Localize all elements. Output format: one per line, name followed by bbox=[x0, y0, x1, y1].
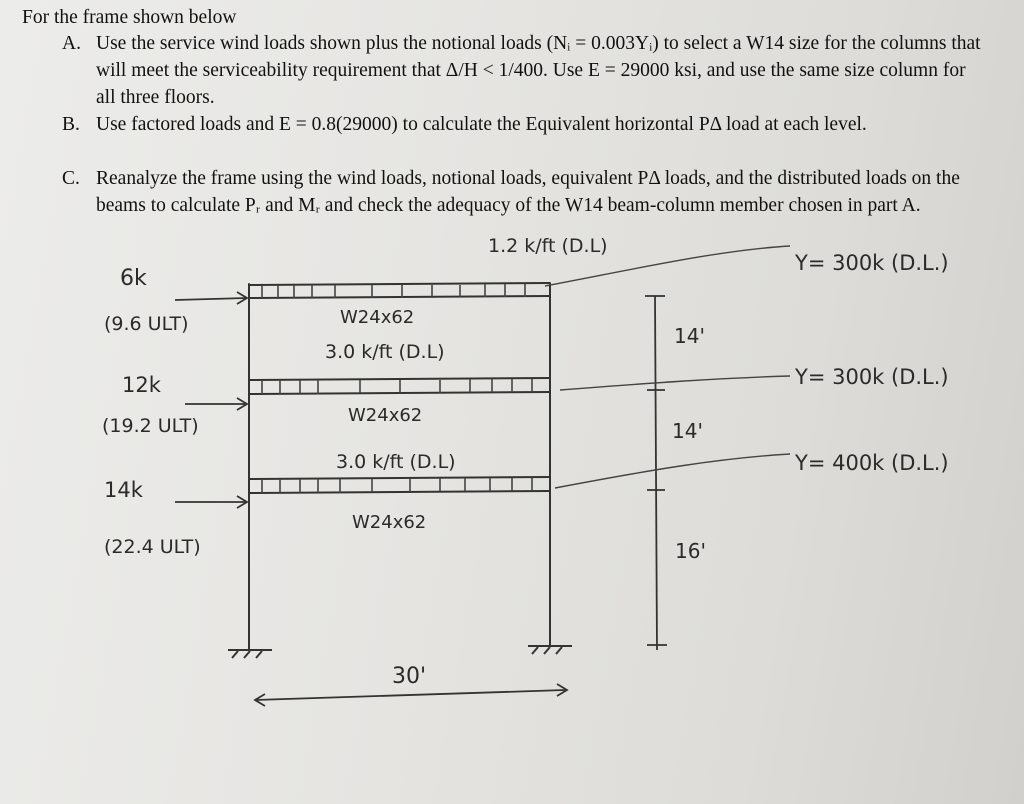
part-c-text: Reanalyze the frame using the wind loads… bbox=[96, 168, 960, 216]
distributed-load-hatching bbox=[261, 284, 533, 493]
wind-load-roof: 6k bbox=[120, 266, 147, 291]
part-c-label: C. bbox=[62, 168, 80, 189]
part-b-label: B. bbox=[62, 114, 80, 135]
level-1-beam-size: W24x62 bbox=[352, 512, 426, 533]
wind-load-level-2: 12k bbox=[122, 373, 162, 397]
problem-intro: For the frame shown below bbox=[22, 7, 237, 28]
level-2-beam-size: W24x62 bbox=[348, 405, 422, 426]
level-2-beam bbox=[248, 377, 551, 381]
part-b-text: Use factored loads and E = 0.8(29000) to… bbox=[96, 114, 867, 135]
story-height-1: 16' bbox=[675, 539, 706, 563]
width-dimension-line bbox=[253, 683, 569, 707]
roof-beam bbox=[248, 282, 551, 286]
gravity-load-roof: Y= 300k (D.L.) bbox=[794, 251, 949, 275]
level-1-beam-load: 3.0 k/ft (D.L) bbox=[336, 451, 456, 473]
level-2-beam-load: 3.0 k/ft (D.L) bbox=[325, 341, 445, 363]
wind-load-roof-ult: (9.6 ULT) bbox=[104, 313, 189, 335]
fixed-supports bbox=[228, 645, 572, 659]
roof-beam-size: W24x62 bbox=[340, 307, 414, 328]
gravity-load-leaders bbox=[544, 245, 791, 489]
gravity-load-level-2: Y= 300k (D.L.) bbox=[794, 365, 949, 389]
wind-load-level-1-ult: (22.4 ULT) bbox=[104, 536, 201, 558]
roof-load-label: 1.2 k/ft (D.L) bbox=[488, 235, 608, 257]
frame-width: 30' bbox=[392, 664, 426, 689]
lateral-load-arrows bbox=[174, 291, 249, 509]
part-a-text: Use the service wind loads shown plus th… bbox=[96, 33, 981, 108]
story-height-3: 14' bbox=[674, 324, 705, 348]
gravity-load-level-1: Y= 400k (D.L.) bbox=[794, 451, 949, 475]
story-height-2: 14' bbox=[672, 419, 703, 443]
height-dimension-line bbox=[645, 295, 667, 651]
wind-load-level-1: 14k bbox=[104, 478, 144, 502]
wind-load-level-2-ult: (19.2 ULT) bbox=[102, 415, 199, 437]
level-1-beam bbox=[248, 476, 551, 480]
part-a-label: A. bbox=[62, 33, 81, 54]
